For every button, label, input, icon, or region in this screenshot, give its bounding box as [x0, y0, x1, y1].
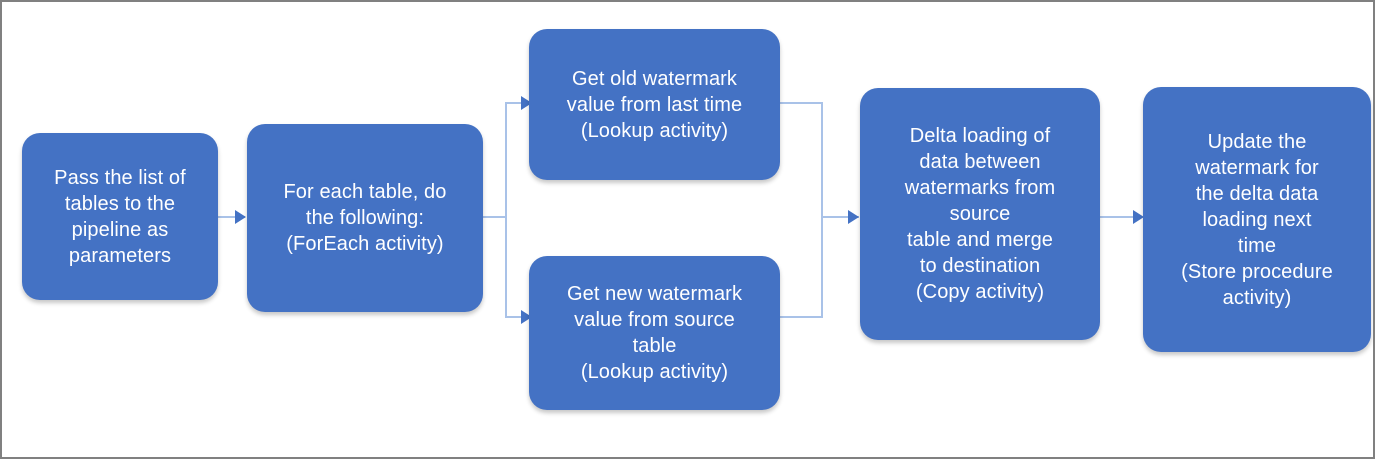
node-update-watermark[interactable]: Update the watermark for the delta data …: [1143, 87, 1371, 352]
node-pass-list-of-tables[interactable]: Pass the list of tables to the pipeline …: [22, 133, 218, 300]
connector-foreach-split-riser: [505, 102, 507, 318]
connector-foreach-split-stem: [483, 216, 507, 218]
connector-foreach-to-old-watermark-arrowhead: [521, 96, 532, 110]
connector-merge-riser: [821, 102, 823, 318]
connector-pass-to-foreach-line: [218, 216, 245, 218]
connector-foreach-to-new-watermark-arrowhead: [521, 310, 532, 324]
node-delta-loading[interactable]: Delta loading of data between watermarks…: [860, 88, 1100, 340]
connector-delta-to-update-line: [1100, 216, 1142, 218]
connector-foreach-to-old-watermark-line: [505, 102, 531, 104]
node-get-old-watermark[interactable]: Get old watermark value from last time (…: [529, 29, 780, 180]
connector-foreach-to-new-watermark-line: [505, 316, 531, 318]
node-get-new-watermark[interactable]: Get new watermark value from source tabl…: [529, 256, 780, 410]
connector-old-watermark-merge-line: [780, 102, 823, 104]
connector-delta-to-update-arrowhead: [1133, 210, 1144, 224]
connector-merge-to-delta-line: [821, 216, 859, 218]
connector-pass-to-foreach-arrowhead: [235, 210, 246, 224]
node-for-each-table[interactable]: For each table, do the following: (ForEa…: [247, 124, 483, 312]
connector-new-watermark-merge-line: [780, 316, 823, 318]
connector-merge-to-delta-arrowhead: [848, 210, 859, 224]
